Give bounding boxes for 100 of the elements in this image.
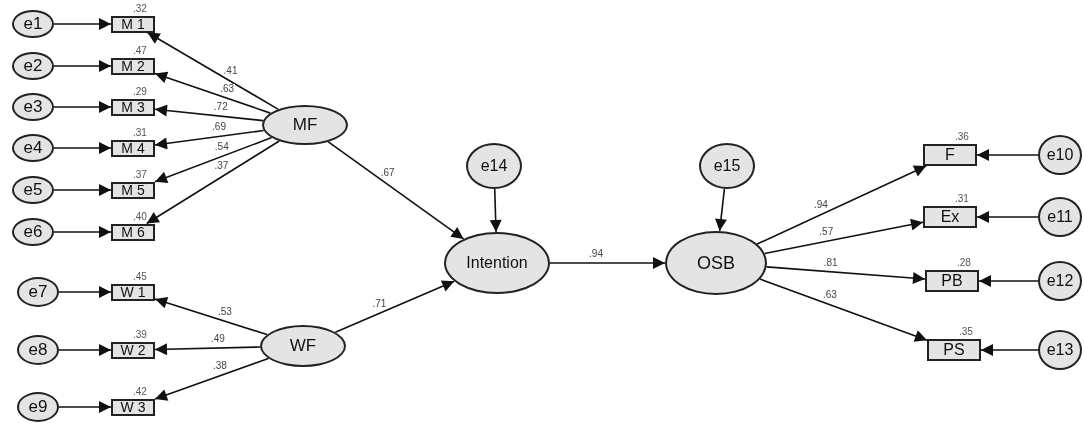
variable-name: M 2 xyxy=(121,58,145,74)
arrow xyxy=(756,165,927,245)
latent-variable-ellipse xyxy=(12,134,54,162)
arrow xyxy=(549,257,666,269)
latent-variable-ellipse xyxy=(12,52,54,80)
variable-name: e10 xyxy=(1046,146,1074,164)
variable-name: F xyxy=(945,146,955,164)
variable-name: e9 xyxy=(28,397,48,417)
variable-name: W 2 xyxy=(120,342,146,358)
arrow xyxy=(154,104,264,122)
r-squared-value: .29 xyxy=(133,86,147,97)
r-squared-value: .40 xyxy=(133,211,147,222)
variable-name: M 3 xyxy=(121,99,145,115)
variable-name: e15 xyxy=(713,157,741,175)
path-coefficient: .57 xyxy=(818,227,835,238)
latent-variable-ellipse xyxy=(466,143,522,189)
variable-name: W 1 xyxy=(120,284,146,300)
r-squared-value: .31 xyxy=(955,194,969,204)
arrow xyxy=(58,286,112,298)
arrow xyxy=(154,296,268,336)
latent-variable-ellipse xyxy=(12,93,54,121)
arrow xyxy=(53,18,112,30)
arrow xyxy=(154,136,273,184)
arrow xyxy=(715,188,727,232)
variable-name: M 4 xyxy=(121,140,145,156)
observed-variable-box xyxy=(111,15,155,33)
observed-variable-box xyxy=(111,98,155,116)
r-squared-value: .31 xyxy=(133,127,147,138)
variable-name: MF xyxy=(292,115,318,135)
path-coefficient: .41 xyxy=(222,65,239,76)
path-coefficient: .54 xyxy=(213,141,230,152)
arrow xyxy=(154,357,270,401)
arrow xyxy=(53,184,112,196)
arrow xyxy=(978,275,1039,287)
latent-variable-ellipse xyxy=(17,392,59,422)
variable-name: OSB xyxy=(697,252,735,274)
path-coefficient: .63 xyxy=(821,290,838,301)
path-coefficient: .94 xyxy=(588,249,604,259)
observed-variable-box xyxy=(111,283,155,301)
r-squared-value: .47 xyxy=(133,45,147,56)
latent-variable-ellipse xyxy=(444,232,550,294)
path-coefficient: .37 xyxy=(213,161,230,172)
variable-name: e12 xyxy=(1046,272,1074,290)
variable-name: e8 xyxy=(28,340,48,360)
path-coefficient: .38 xyxy=(212,361,228,372)
variable-name: M 6 xyxy=(121,224,145,240)
observed-variable-box xyxy=(111,181,155,199)
latent-variable-ellipse xyxy=(699,143,755,189)
latent-variable-ellipse xyxy=(1038,197,1082,237)
arrow xyxy=(53,101,112,113)
observed-variable-box xyxy=(927,339,981,361)
latent-variable-ellipse xyxy=(262,105,348,145)
variable-name: e11 xyxy=(1047,208,1073,226)
observed-variable-box xyxy=(925,270,979,292)
latent-variable-ellipse xyxy=(1038,261,1082,301)
observed-variable-box xyxy=(111,398,155,416)
r-squared-value: .32 xyxy=(133,3,147,14)
r-squared-value: .39 xyxy=(133,329,147,340)
variable-name: e4 xyxy=(23,138,43,158)
latent-variable-ellipse xyxy=(1038,135,1082,175)
r-squared-value: .37 xyxy=(133,169,147,180)
variable-name: M 1 xyxy=(121,16,145,32)
observed-variable-box xyxy=(923,206,977,228)
variable-name: PS xyxy=(943,341,965,359)
latent-variable-ellipse xyxy=(12,10,54,38)
variable-name: Ex xyxy=(940,208,960,226)
arrow xyxy=(334,280,456,333)
variable-name: PB xyxy=(941,272,963,290)
variable-name: e7 xyxy=(28,282,48,302)
variable-name: W 3 xyxy=(120,399,146,415)
variable-name: e5 xyxy=(23,180,43,200)
r-squared-value: .45 xyxy=(133,271,147,282)
arrow xyxy=(58,401,112,413)
arrow xyxy=(146,31,280,111)
observed-variable-box xyxy=(111,341,155,359)
variable-name: e14 xyxy=(480,157,508,175)
r-squared-value: .36 xyxy=(955,132,969,142)
arrow xyxy=(53,60,112,72)
arrow xyxy=(58,344,112,356)
arrow xyxy=(980,344,1039,356)
r-squared-value: .35 xyxy=(959,327,973,337)
path-coefficient: .94 xyxy=(813,199,829,210)
variable-name: e1 xyxy=(23,14,43,34)
path-coefficient: .71 xyxy=(371,298,388,309)
path-coefficient: .53 xyxy=(216,306,233,317)
variable-name: e3 xyxy=(23,97,43,117)
observed-variable-box xyxy=(111,57,155,75)
arrow xyxy=(976,149,1039,161)
path-coefficient: .81 xyxy=(822,257,839,268)
variable-name: WF xyxy=(289,336,317,356)
latent-variable-ellipse xyxy=(12,218,54,246)
latent-variable-ellipse xyxy=(260,325,346,367)
observed-variable-box xyxy=(923,144,977,166)
latent-variable-ellipse xyxy=(1038,330,1082,370)
latent-variable-ellipse xyxy=(12,176,54,204)
latent-variable-ellipse xyxy=(17,335,59,365)
arrow xyxy=(489,188,502,233)
arrow xyxy=(154,343,261,356)
path-coefficient: .49 xyxy=(209,334,226,344)
path-coefficient: .69 xyxy=(211,122,227,133)
